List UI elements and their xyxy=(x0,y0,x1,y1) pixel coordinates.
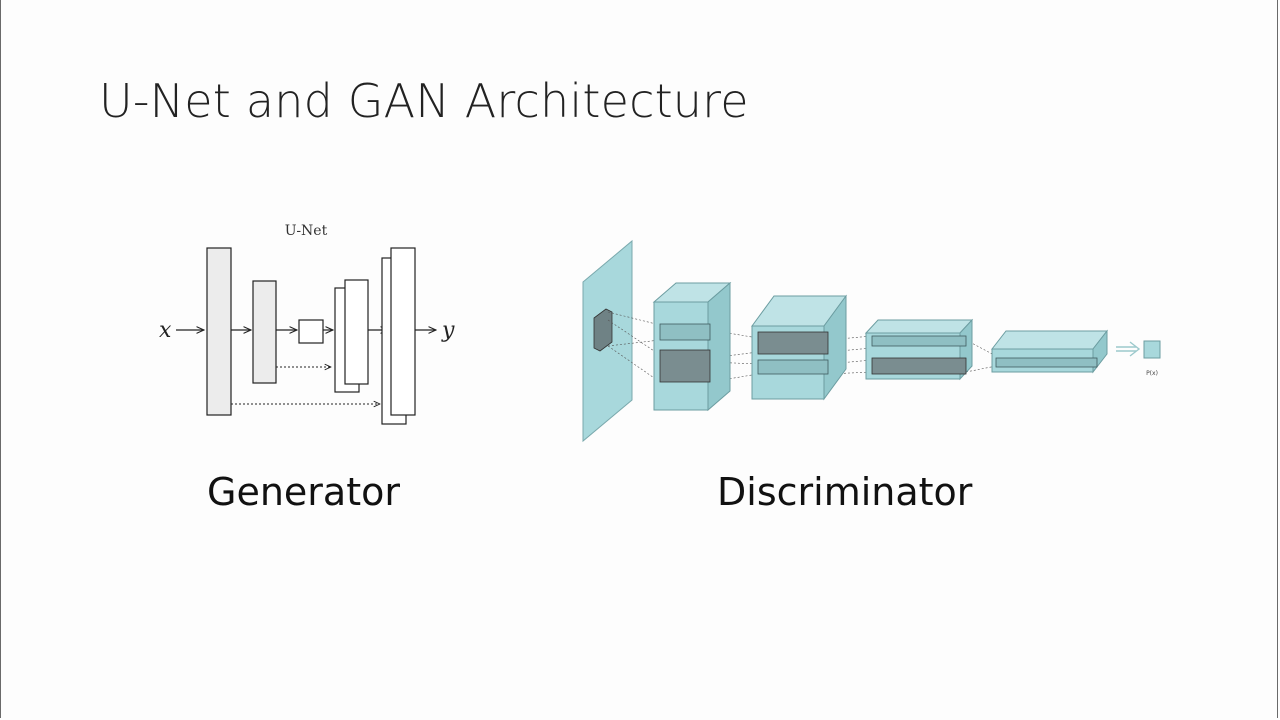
encoder-block-2 xyxy=(252,280,277,384)
input-kernel-patch xyxy=(593,308,613,352)
decoder-block-2 xyxy=(390,247,416,416)
bottleneck-block xyxy=(298,319,324,344)
output-y-label: y xyxy=(441,318,455,343)
discriminator-diagram: P(x) xyxy=(582,239,1161,443)
conv-block-1 xyxy=(652,281,732,412)
conv-block-3 xyxy=(864,318,974,381)
input-x-label: x xyxy=(159,318,172,343)
discriminator-caption: Discriminator xyxy=(717,470,973,514)
discriminator-output-arrow xyxy=(1116,341,1141,357)
unet-diagram: U-Net x y xyxy=(159,223,455,425)
slide-title: U-Net and GAN Architecture xyxy=(99,74,749,128)
conv-block-2 xyxy=(751,294,847,401)
unet-heading: U-Net xyxy=(285,223,328,239)
conv-block-4 xyxy=(990,329,1109,374)
generator-caption: Generator xyxy=(207,470,400,514)
output-probability-node xyxy=(1143,340,1161,359)
output-probability-label: P(x) xyxy=(1146,370,1158,377)
decoder-block-1 xyxy=(344,279,369,385)
encoder-block-1 xyxy=(206,247,232,416)
